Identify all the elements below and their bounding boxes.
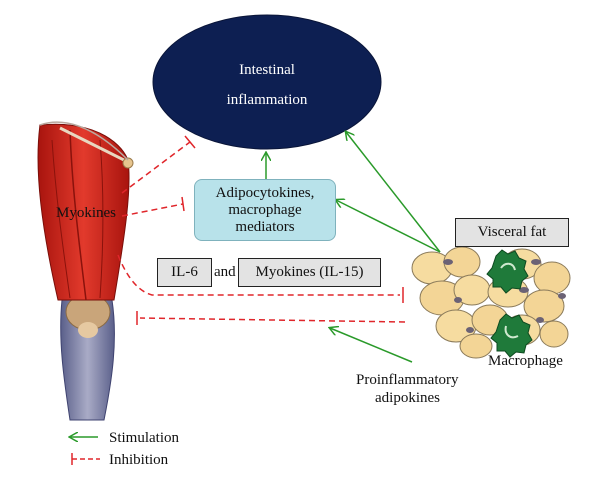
visceral-fat-cluster — [411, 246, 571, 359]
legend-inhibition-label: Inhibition — [109, 452, 169, 468]
inhibition-muscle-to-fat — [117, 254, 400, 296]
macrophage-cell-2 — [490, 313, 533, 358]
adipocytokines-line1: Adipocytokines, — [215, 185, 315, 201]
proinflammatory-label-line1: Proinflammatory — [356, 372, 459, 388]
and-label: and — [214, 264, 236, 280]
ellipse-label-line2: inflammation — [226, 92, 308, 108]
myokines-label: Myokines — [56, 205, 116, 221]
inhibition-muscle-to-ellipse — [121, 141, 191, 194]
il6-box: IL-6 — [157, 258, 212, 287]
stimulation-fat-to-ellipse — [346, 132, 441, 253]
macrophage-label: Macrophage — [488, 353, 563, 369]
inhibition-lines — [117, 135, 406, 325]
stimulation-adipokines-arrow — [330, 328, 413, 363]
leg-muscle-illustration — [37, 121, 134, 421]
adipocytokines-box: Adipocytokines, macrophage mediators — [194, 179, 336, 241]
adipocytokines-line3: mediators — [235, 219, 295, 235]
inhibition-muscle-to-adipocytokines — [121, 203, 184, 217]
stimulation-arrows — [266, 132, 441, 363]
adipocytokines-line2: macrophage — [228, 202, 302, 218]
proinflammatory-label-line2: adipokines — [375, 390, 440, 406]
macrophage-cell-1 — [486, 249, 529, 294]
ellipse-label-line1: Intestinal — [239, 62, 295, 78]
legend-marks — [70, 437, 100, 465]
inhibition-fat-to-muscle — [139, 317, 406, 323]
myokines-il15-box: Myokines (IL-15) — [238, 258, 381, 287]
legend-stimulation-label: Stimulation — [109, 430, 180, 446]
intestinal-inflammation-ellipse — [152, 14, 382, 150]
visceral-fat-box: Visceral fat — [455, 218, 569, 247]
stimulation-fat-to-adipocytokines — [336, 200, 441, 253]
